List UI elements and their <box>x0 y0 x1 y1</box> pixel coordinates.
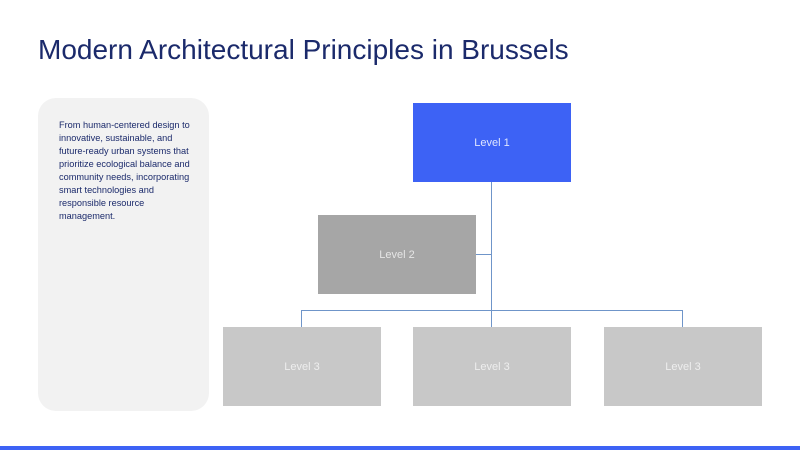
connector-level2-branch <box>475 254 492 255</box>
connector-level3-left-drop <box>301 310 302 327</box>
org-node-level3-label: Level 3 <box>665 360 701 373</box>
org-node-level2-label: Level 2 <box>379 248 415 261</box>
org-node-level2: Level 2 <box>318 215 476 294</box>
connector-level3-horizontal <box>301 310 683 311</box>
bottom-accent-bar <box>0 446 800 450</box>
connector-level3-right-drop <box>682 310 683 327</box>
org-node-level3-label: Level 3 <box>284 360 320 373</box>
org-node-level3-right: Level 3 <box>604 327 762 406</box>
org-node-level1: Level 1 <box>413 103 571 182</box>
sidebar-panel <box>38 98 209 411</box>
org-node-level1-label: Level 1 <box>474 136 510 149</box>
org-node-level3-left: Level 3 <box>223 327 381 406</box>
slide-title: Modern Architectural Principles in Bruss… <box>38 34 569 65</box>
org-node-level3-label: Level 3 <box>474 360 510 373</box>
sidebar-text: From human-centered design to innovative… <box>59 120 190 221</box>
org-node-level3-center: Level 3 <box>413 327 571 406</box>
